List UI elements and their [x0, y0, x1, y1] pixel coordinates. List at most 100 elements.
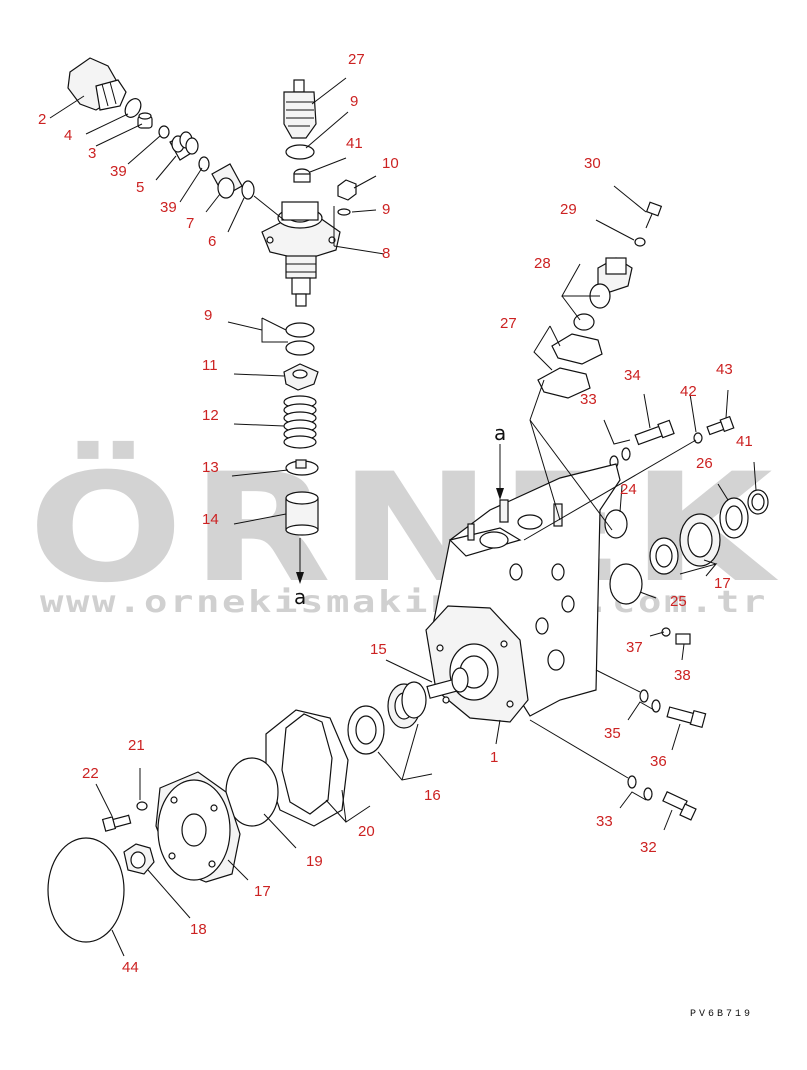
sensor-group	[537, 201, 663, 399]
callout-9: 9	[204, 307, 212, 324]
callout-14: 13	[202, 459, 219, 476]
callout-33: 33	[580, 391, 597, 408]
callout-43: 42	[680, 383, 697, 400]
drawing-code: PV6B719	[690, 1009, 753, 1020]
callout-2: 2	[38, 111, 46, 128]
watermark: ÖRNEK www.ornekismakinalari.com.tr	[28, 440, 780, 620]
callout-17: 17	[714, 575, 731, 592]
callout-44: 44	[122, 959, 139, 976]
callout-5: 5	[136, 179, 144, 196]
callout-37: 37	[626, 639, 643, 656]
part-bolt	[634, 419, 675, 446]
part-bolt	[101, 814, 132, 832]
part-washer	[634, 237, 646, 247]
callout-25: 25	[670, 593, 687, 610]
part-washer	[651, 699, 661, 713]
callout-11: 10	[382, 155, 399, 172]
callout-24: 24	[620, 481, 637, 498]
part-shim	[725, 505, 743, 531]
reference-arrows	[296, 444, 504, 584]
reference-letter-a-bottom: a	[294, 585, 306, 609]
callout-4: 4	[64, 127, 72, 144]
callout-10: 9	[382, 201, 390, 218]
part-washer	[198, 156, 210, 172]
part-valve-spring	[137, 112, 153, 129]
part-lock-washer	[337, 208, 351, 216]
callout-23: 22	[82, 765, 99, 782]
part-fitting	[67, 57, 127, 111]
part-washer	[643, 787, 653, 801]
part-plunger-top	[283, 79, 317, 139]
callout-39: 39	[110, 163, 127, 180]
part-bolt	[662, 791, 697, 821]
watermark-brand: ÖRNEK	[28, 440, 780, 616]
part-o-ring	[124, 98, 142, 118]
callout-22: 21	[128, 737, 145, 754]
front-drive-group	[47, 667, 469, 943]
callout-17: 16	[424, 787, 441, 804]
part-o-ring	[604, 509, 628, 539]
callout-18: 17	[254, 883, 271, 900]
callout-20: 19	[306, 853, 323, 870]
part-bearing-cup	[751, 493, 765, 511]
callout-36: 36	[650, 753, 667, 770]
part-washer	[158, 125, 170, 139]
callout-29: 27	[500, 315, 517, 332]
part-bearing	[649, 513, 721, 575]
part-seal	[293, 168, 311, 183]
reference-letter-a-top: a	[494, 421, 506, 445]
callout-41: 41	[736, 433, 753, 450]
part-washer	[627, 775, 637, 789]
part-o-ring	[285, 144, 315, 160]
callout-19: 18	[190, 921, 207, 938]
callout-32: 32	[640, 839, 657, 856]
part-tappet	[285, 491, 319, 536]
part-valve-holder	[211, 163, 243, 199]
part-plunger-spring	[283, 395, 317, 449]
part-large-o-ring	[47, 837, 125, 943]
callout-39: 39	[160, 199, 177, 216]
part-spring-seat	[283, 363, 319, 391]
part-gasket	[241, 180, 255, 200]
part-nut	[337, 179, 357, 201]
part-o-ring	[609, 563, 643, 605]
part-cover-gasket	[265, 709, 349, 827]
callout-13: 12	[202, 407, 219, 424]
callout-40: 41	[346, 135, 363, 152]
arrow-down-icon	[496, 488, 504, 500]
callout-8: 8	[382, 245, 390, 262]
callout-33: 33	[596, 813, 613, 830]
part-o-ring	[285, 340, 315, 356]
part-bolt	[706, 415, 735, 436]
callout-42: 43	[716, 361, 733, 378]
callout-9: 9	[350, 93, 358, 110]
part-washer	[136, 801, 148, 811]
callout-26: 26	[696, 455, 713, 472]
callout-labels: 2 4 3 39 5 39 7 6 27 9 41 10 9 8 9 11 12…	[38, 51, 753, 1020]
part-washer	[661, 627, 671, 637]
part-washer	[621, 447, 631, 461]
part-bearing	[387, 681, 427, 729]
callout-12: 11	[202, 357, 218, 374]
right-fastener-group	[604, 415, 769, 821]
delivery-valve-group	[67, 57, 357, 536]
part-flange-gasket	[537, 367, 591, 399]
callout-1: 1	[490, 749, 498, 766]
callout-31: 30	[584, 155, 601, 172]
leader-lines	[49, 77, 757, 957]
part-sensor	[589, 257, 633, 309]
part-front-cover	[155, 771, 241, 883]
callout-27: 27	[348, 51, 365, 68]
arrow-down-icon	[296, 572, 304, 584]
part-washer	[693, 432, 703, 444]
callout-30: 29	[560, 201, 577, 218]
part-bolt	[645, 201, 663, 229]
callout-16: 15	[370, 641, 387, 658]
part-washer	[639, 689, 649, 703]
watermark-url: www.ornekismakinalari.com.tr	[40, 585, 768, 620]
part-delivery-valve	[169, 131, 199, 161]
part-barrel-body	[261, 201, 341, 307]
callout-7: 7	[186, 215, 194, 232]
callout-3: 3	[88, 145, 96, 162]
